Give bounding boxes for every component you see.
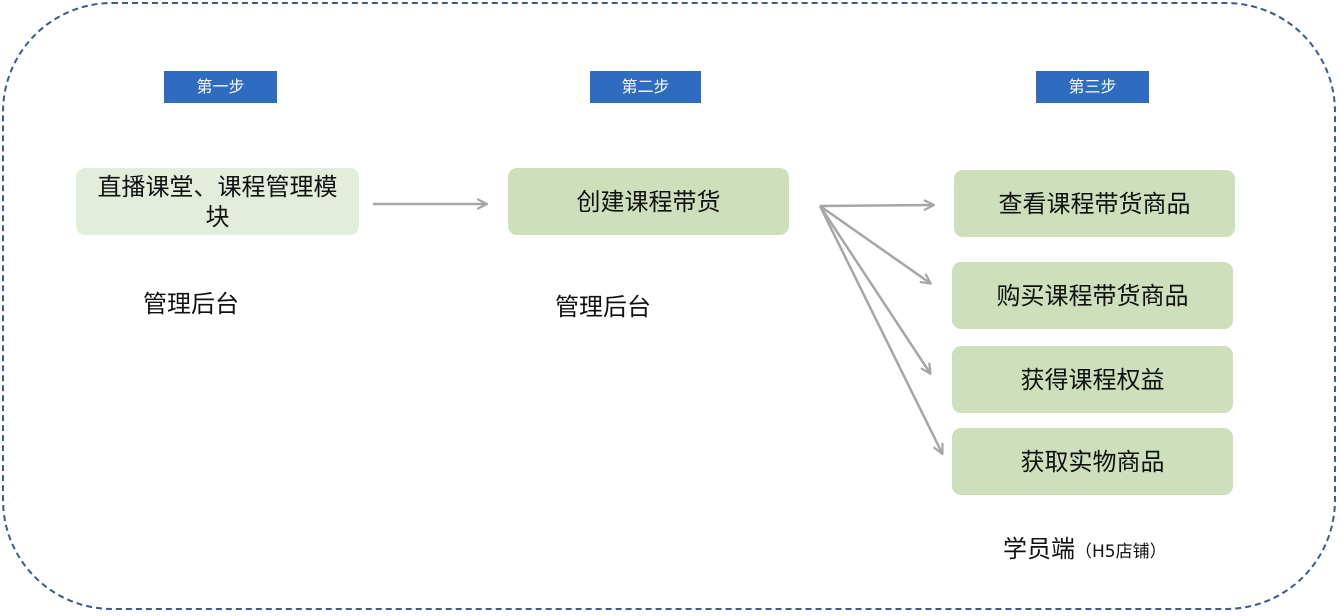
node-buy-goods-label: 购买课程带货商品 — [996, 281, 1189, 310]
node-physical-goods-label: 获取实物商品 — [1020, 447, 1165, 476]
lane-label-admin-1: 管理后台 — [143, 290, 239, 318]
lane-label-admin-2: 管理后台 — [555, 293, 651, 321]
node-physical-goods: 获取实物商品 — [952, 428, 1233, 495]
node-course-rights: 获得课程权益 — [952, 346, 1233, 413]
step-badge-1: 第一步 — [164, 71, 277, 103]
lane-label-student-note: （H5店铺） — [1075, 542, 1167, 562]
step-badge-3: 第三步 — [1036, 71, 1149, 103]
node-create-course-goods-label: 创建课程带货 — [576, 187, 721, 216]
node-view-goods-label: 查看课程带货商品 — [998, 189, 1191, 218]
arrow-create-to-view — [819, 205, 933, 206]
arrow-create-to-rights — [818, 205, 930, 373]
lane-label-student-text: 学员端 — [1003, 535, 1075, 563]
node-create-course-goods: 创建课程带货 — [508, 168, 789, 235]
arrow-create-to-physical — [818, 205, 942, 453]
node-course-module-label: 直播课堂、课程管理模块 — [97, 172, 338, 231]
node-view-goods: 查看课程带货商品 — [954, 170, 1235, 237]
lane-label-student: 学员端（H5店铺） — [1003, 529, 1167, 564]
arrow-create-to-buy — [819, 204, 930, 283]
step-badge-2: 第二步 — [590, 71, 701, 103]
node-course-module: 直播课堂、课程管理模块 — [76, 168, 359, 235]
node-buy-goods: 购买课程带货商品 — [952, 262, 1233, 329]
node-course-rights-label: 获得课程权益 — [1020, 365, 1165, 394]
